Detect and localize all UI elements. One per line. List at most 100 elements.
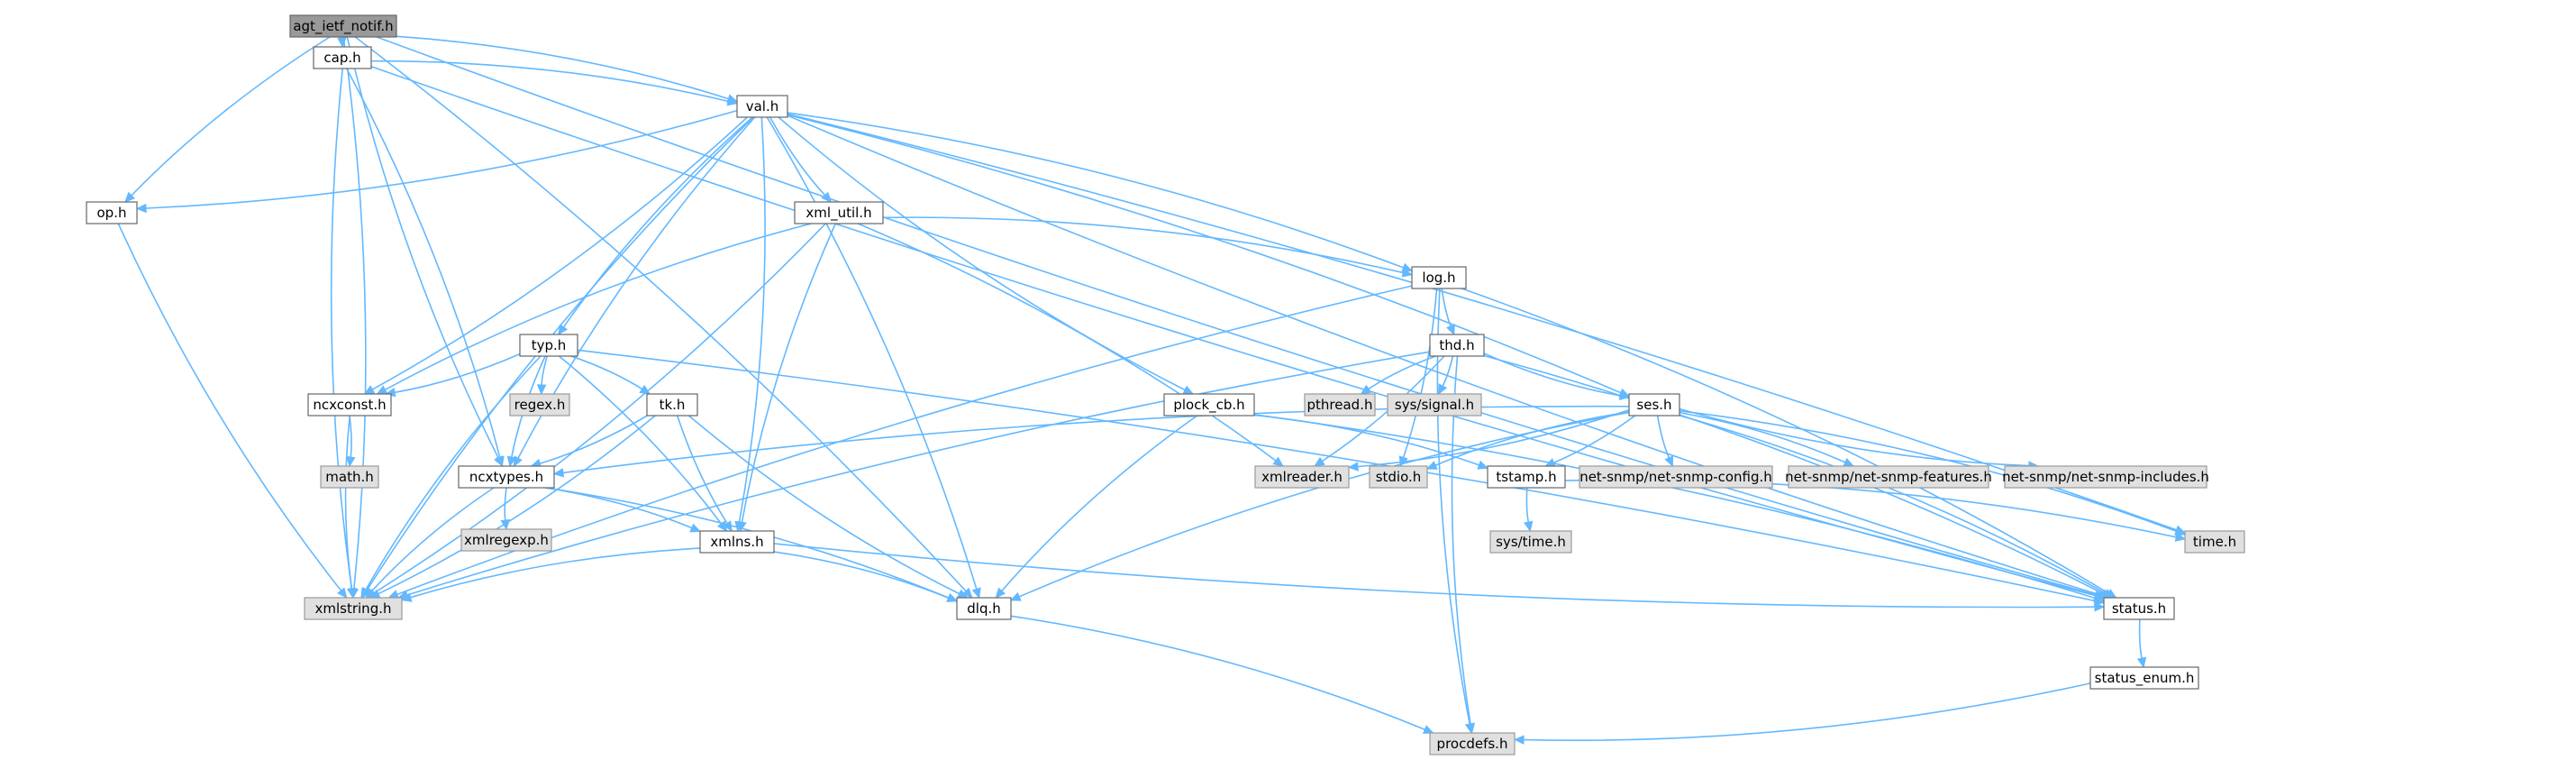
node-tk[interactable]: tk.h [646,393,698,417]
node-op[interactable]: op.h [86,201,138,224]
edge-arrowhead [726,96,739,106]
edge-arrowhead [2174,532,2187,542]
edge-arrowhead [961,587,973,599]
node-box [509,393,570,417]
edge-arrowhead [360,587,370,600]
node-box [289,14,397,38]
edge-arrowhead [1477,460,1489,470]
edge-val-to-op [135,109,738,214]
edge-val-to-log [787,112,1414,272]
edge-line [787,114,1622,394]
node-xmlns[interactable]: xmlns.h [699,530,775,554]
edge-arrowhead [124,191,135,203]
node-ncxconst[interactable]: ncxconst.h [307,393,392,417]
edge-line [1001,415,1198,592]
edge-line [371,116,748,390]
edge-tk-to-ncxtypes [530,415,648,468]
edge-xmlns-to-status [773,543,2106,612]
edge-cap-to-ncxtypes [345,68,505,468]
edge-line [396,35,729,100]
edge-line [787,113,2177,531]
edge-arrowhead [1513,735,1525,745]
node-box [2004,465,2207,489]
node-ncxtypes[interactable]: ncxtypes.h [458,465,555,489]
node-label: thd.h [1439,337,1474,353]
edge-line [562,405,1630,474]
edge-val-to-xml_util [769,116,833,203]
node-box [307,393,392,417]
edge-line [1656,415,1670,459]
node-box [460,528,552,552]
edge-xmlns-to-xmlstring [400,547,701,602]
edge-line [562,116,753,328]
node-status_enum[interactable]: status_enum.h [2089,666,2199,690]
node-box [1788,465,1989,489]
node-ses[interactable]: ses.h [1628,393,1680,417]
node-plock_cb[interactable]: plock_cb.h [1163,393,1255,417]
edge-line [354,36,967,592]
node-log[interactable]: log.h [1411,266,1467,289]
node-label: time.h [2193,534,2236,550]
edge-line [1322,355,1445,462]
edge-line [558,355,723,525]
node-label: stdio.h [1376,469,1422,485]
edge-line [406,351,1431,596]
edge-plock_cb-to-dlq [995,415,1198,599]
node-status[interactable]: status.h [2103,597,2175,620]
node-label: tk.h [660,397,686,413]
node-label: plock_cb.h [1173,397,1244,414]
edge-arrowhead [336,587,348,599]
edge-ses-to-status [1679,415,2115,599]
node-thd[interactable]: thd.h [1429,334,1485,357]
node-label: xmlstring.h [315,600,392,617]
edge-line [330,68,353,590]
node-nsconfig: net-snmp/net-snmp-config.h [1579,465,1773,489]
edge-arrowhead [1272,456,1284,467]
edge-arrowhead [365,587,376,599]
node-box [1369,465,1428,489]
edge-tstamp-to-systime [1524,487,1534,533]
edge-line [344,415,353,590]
edge-line [504,487,507,521]
node-box [519,334,578,357]
node-label: net-snmp/net-snmp-config.h [1579,469,1772,485]
node-val[interactable]: val.h [736,95,788,118]
edge-thd-to-pthread [1360,355,1436,395]
edge-line [342,36,367,590]
edge-agt_ietf_notif-to-xmlstring [342,36,367,600]
edge-log-to-thd [1441,288,1455,336]
node-regex: regex.h [509,393,570,417]
edge-line [1402,288,1438,458]
node-xml_util[interactable]: xml_util.h [794,201,884,224]
edge-line [1253,414,1479,466]
node-label: math.h [325,469,373,485]
edge-xmlns-to-dlq [773,551,959,602]
edge-agt_ietf_notif-to-op [124,36,331,203]
edge-arrowhead [689,523,702,533]
edge-line [1564,479,2177,538]
edge-line [787,112,1404,269]
node-label: ncxtypes.h [469,469,543,485]
edge-arrowhead [2094,601,2106,612]
node-box [736,95,788,118]
node-box [1411,266,1467,289]
edge-typ-to-xmlstring [360,355,542,600]
edge-arrowhead [345,455,356,468]
node-stdio: stdio.h [1369,465,1428,489]
node-box [1304,393,1376,417]
node-cap[interactable]: cap.h [313,46,372,69]
edge-line [2138,618,2143,659]
edge-line [787,114,2101,596]
edge-arrowhead [536,384,547,396]
node-box [1487,465,1566,489]
node-dlq[interactable]: dlq.h [956,597,1012,620]
edge-ses-to-nsconfig [1656,415,1674,468]
node-typ[interactable]: typ.h [519,334,578,357]
node-box [1628,393,1680,417]
node-box [1163,393,1255,417]
node-nsincludes: net-snmp/net-snmp-includes.h [2002,465,2209,489]
edge-typ-to-tk [570,355,651,395]
node-tstamp[interactable]: tstamp.h [1487,465,1566,489]
edge-line [741,223,837,523]
node-agt_ietf_notif[interactable]: agt_ietf_notif.h [289,14,397,38]
